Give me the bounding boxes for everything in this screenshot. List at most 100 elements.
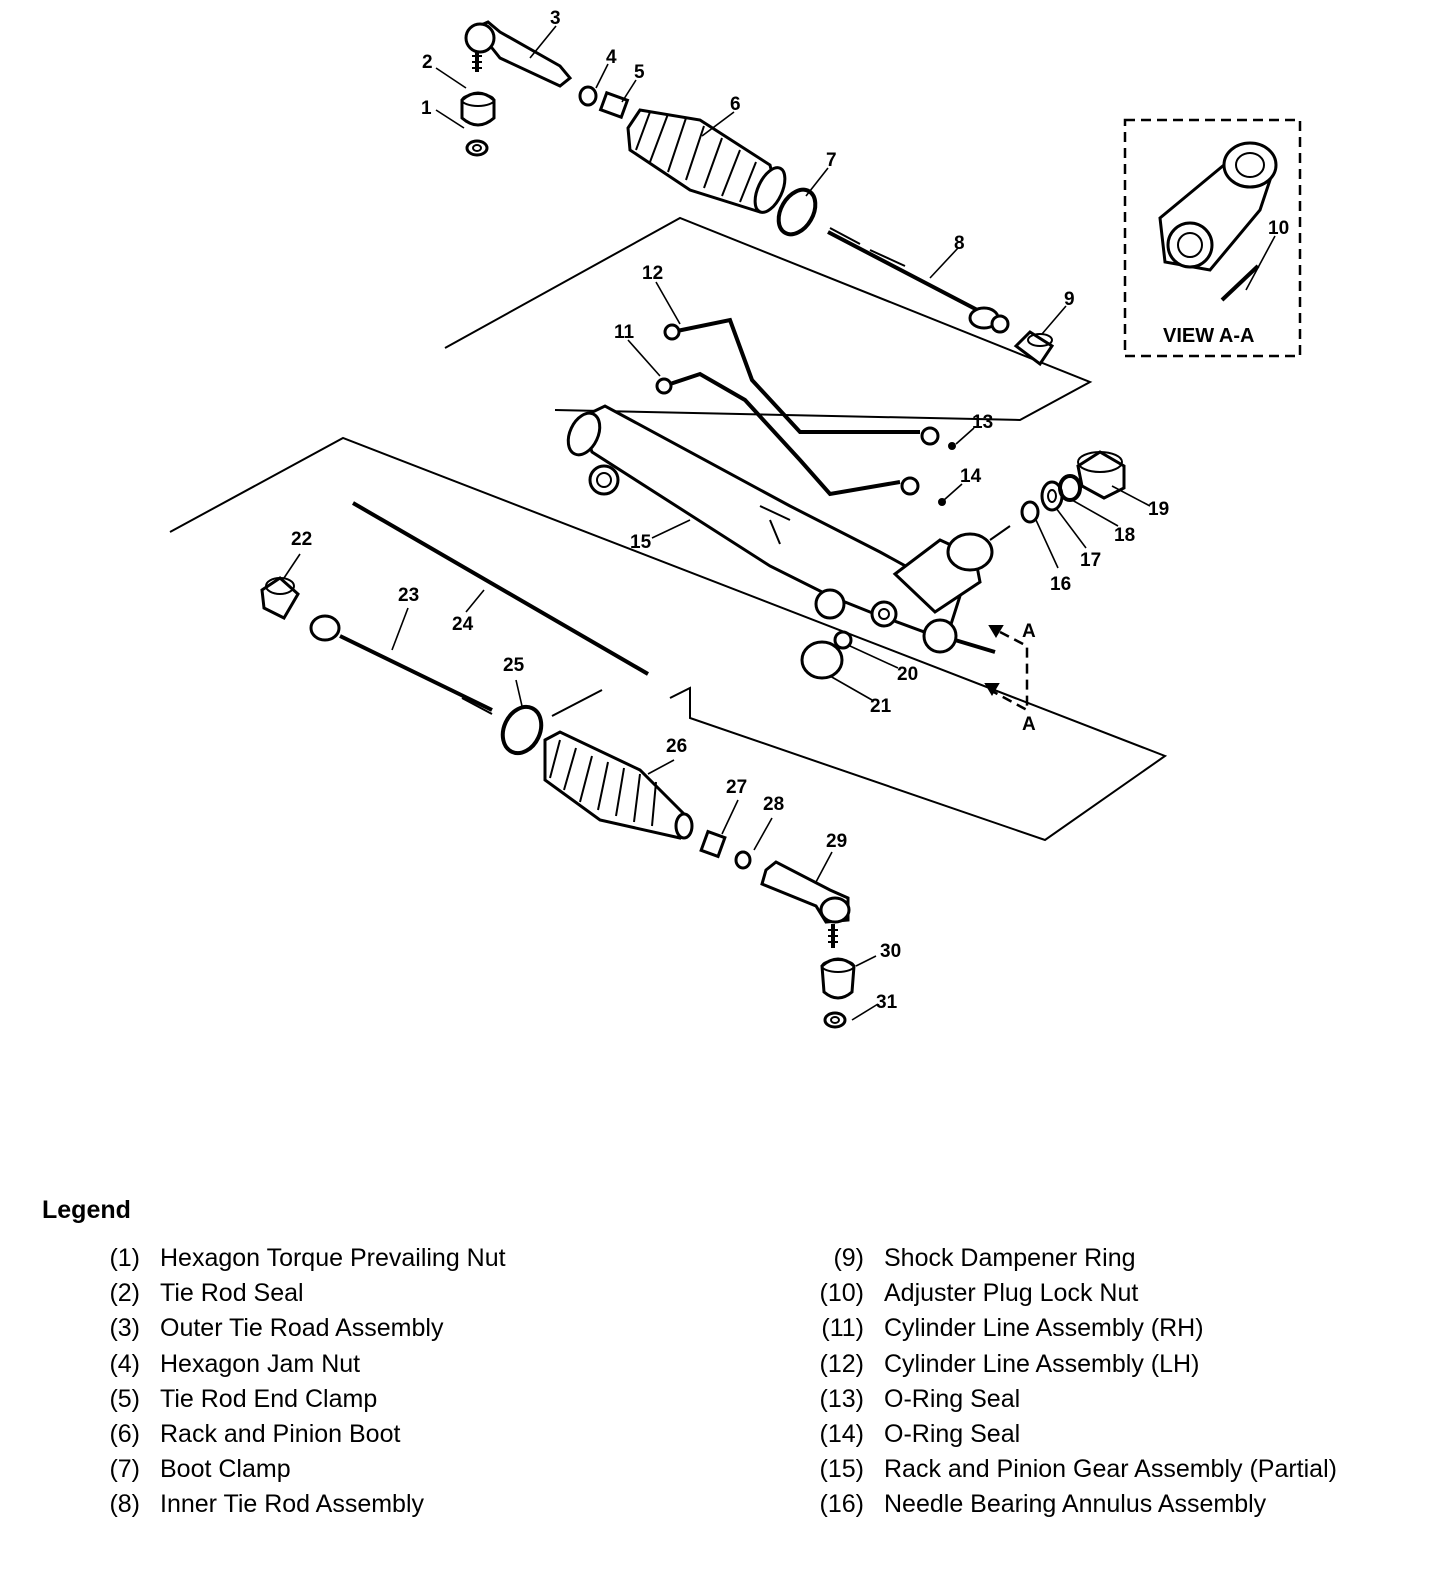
callout-6: 6 [730, 94, 741, 115]
callout-3: 3 [550, 8, 561, 29]
legend-row-12: (12) Cylinder Line Assembly (LH) [0, 1350, 1440, 1385]
section-marker-a-a: A A [984, 621, 1036, 735]
callout-8: 8 [954, 233, 965, 254]
tie-rod-seal-upper [460, 91, 496, 127]
legend-row-1: (1)Hexagon Torque Prevailing Nut [0, 1244, 700, 1279]
lower-frame-link [551, 689, 603, 717]
callout-13: 13 [972, 412, 993, 433]
callout-10: 10 [1268, 218, 1289, 239]
callout-20: 20 [897, 664, 918, 685]
legend-description: Shock Dampener Ring [884, 1244, 1136, 1272]
legend-number: (1) [109, 1244, 140, 1272]
callout-numbers: 1 2 3 4 5 6 7 8 9 10 11 12 13 14 15 16 1… [291, 8, 1289, 1013]
tie-rod-seal-lower [820, 957, 856, 1000]
section-letter-bottom: A [1022, 714, 1036, 735]
legend-number: (5) [109, 1384, 140, 1413]
view-a-a-inset-frame [1123, 118, 1302, 358]
boot-clamp-lower [500, 704, 544, 756]
inner-tie-rod-lower [309, 614, 493, 715]
legend-right-column: (9)Shock Dampener Ring (10)Adjuster Plug… [0, 1244, 1440, 1526]
jam-nut-upper [578, 85, 598, 107]
legend-description: O-Ring Seal [884, 1384, 1021, 1413]
legend-description: Rack and Pinion Boot [160, 1419, 401, 1448]
callout-19: 19 [1148, 499, 1169, 520]
adjuster-parts-20-21 [800, 630, 853, 680]
legend-description: Cylinder Line Assembly (LH) [884, 1349, 1200, 1378]
legend-description: Needle Bearing Annulus Assembly [884, 1490, 1267, 1519]
legend-number: (6) [109, 1419, 140, 1448]
legend-row-2: (2) Tie Rod Seal [0, 1279, 700, 1314]
callout-26: 26 [666, 736, 687, 757]
legend-description: Inner Tie Rod Assembly [160, 1490, 425, 1519]
jam-nut-lower [734, 850, 752, 870]
legend-description: Adjuster Plug Lock Nut [884, 1279, 1139, 1308]
legend-left-column: (1)Hexagon Torque Prevailing Nut (2) Tie … [0, 1244, 700, 1526]
callout-25: 25 [503, 655, 525, 676]
legend-row-16: (16)Needle Bearing Annulus Assembly [0, 1490, 1440, 1525]
cylinder-line-lh [663, 317, 940, 446]
legend-row-8: (8) Inner Tie Rod Assembly [0, 1490, 700, 1525]
o-ring-seal-13 [948, 442, 956, 450]
outer-tie-rod-assembly-lower [760, 860, 851, 948]
callout-31: 31 [876, 992, 898, 1013]
callout-2: 2 [422, 52, 433, 73]
legend-row-3: (3) Outer Tie Road Assembly [0, 1314, 700, 1349]
legend-number: (8) [109, 1490, 140, 1519]
legend-description: Rack and Pinion Gear Assembly (Partial) [884, 1455, 1337, 1484]
shock-ring-upper [1013, 330, 1055, 367]
callout-14: 14 [960, 466, 982, 487]
legend-row-5: (5) Tie Rod End Clamp [0, 1385, 700, 1420]
callout-24: 24 [452, 614, 474, 635]
callout-18: 18 [1114, 525, 1135, 546]
callout-15: 15 [630, 532, 652, 553]
callout-21: 21 [870, 696, 892, 717]
legend-number: (2) [109, 1279, 140, 1308]
hex-nut-lower [823, 1011, 847, 1029]
hex-nut-upper [465, 139, 489, 157]
callout-12: 12 [642, 263, 663, 284]
leader-lines [283, 25, 1276, 1021]
exploded-steering-rack-diagram: VIEW A-A A A [169, 8, 1302, 1029]
callout-7: 7 [826, 150, 837, 171]
legend-number: (12) [819, 1349, 864, 1378]
legend-title: Legend [42, 1196, 131, 1224]
legend-number: (4) [109, 1349, 140, 1378]
legend-number: (15) [819, 1455, 864, 1484]
rack-shaft [351, 501, 650, 676]
callout-9: 9 [1064, 289, 1075, 310]
outer-tie-rod-assembly-upper [464, 20, 573, 88]
legend-number: (3) [109, 1314, 140, 1343]
view-a-a-label: VIEW A-A [1163, 325, 1254, 347]
rack-pinion-gear-assembly [566, 404, 1011, 654]
inner-tie-rod-upper [827, 227, 1010, 334]
callout-22: 22 [291, 529, 312, 550]
legend-row-15: (15) Rack and Pinion Gear Assembly (Parti… [0, 1455, 1440, 1490]
legend-description: Outer Tie Road Assembly [160, 1314, 444, 1343]
callout-1: 1 [421, 98, 432, 119]
boot-lower [543, 730, 694, 840]
callout-28: 28 [763, 794, 784, 815]
view-a-a-housing [1158, 141, 1278, 302]
legend-description: Boot Clamp [160, 1455, 291, 1484]
shock-ring-lower [260, 576, 300, 620]
callout-23: 23 [398, 585, 419, 606]
end-clamp-upper [598, 90, 630, 120]
legend-row-14: (14)O-Ring Seal [0, 1420, 1440, 1455]
o-ring-seal-14 [938, 498, 946, 506]
legend-row-13: (13) O-Ring Seal [0, 1385, 1440, 1420]
legend-description: Tie Rod Seal [160, 1279, 304, 1308]
legend-row-9: (9)Shock Dampener Ring [0, 1244, 1440, 1279]
dampener-stack-16-19 [1020, 450, 1126, 524]
legend-number: (14) [819, 1419, 864, 1448]
callout-16: 16 [1050, 574, 1071, 595]
legend-description: Hexagon Jam Nut [160, 1349, 361, 1378]
callout-27: 27 [726, 777, 747, 798]
legend-number: (11) [821, 1314, 864, 1343]
legend-row-4: (4) Hexagon Jam Nut [0, 1350, 700, 1385]
section-letter-top: A [1022, 621, 1036, 642]
legend-number: (13) [819, 1384, 864, 1413]
callout-4: 4 [606, 47, 617, 68]
legend-number: (7) [109, 1455, 140, 1484]
legend-description: Tie Rod End Clamp [160, 1384, 378, 1413]
lower-frame [169, 436, 1168, 842]
